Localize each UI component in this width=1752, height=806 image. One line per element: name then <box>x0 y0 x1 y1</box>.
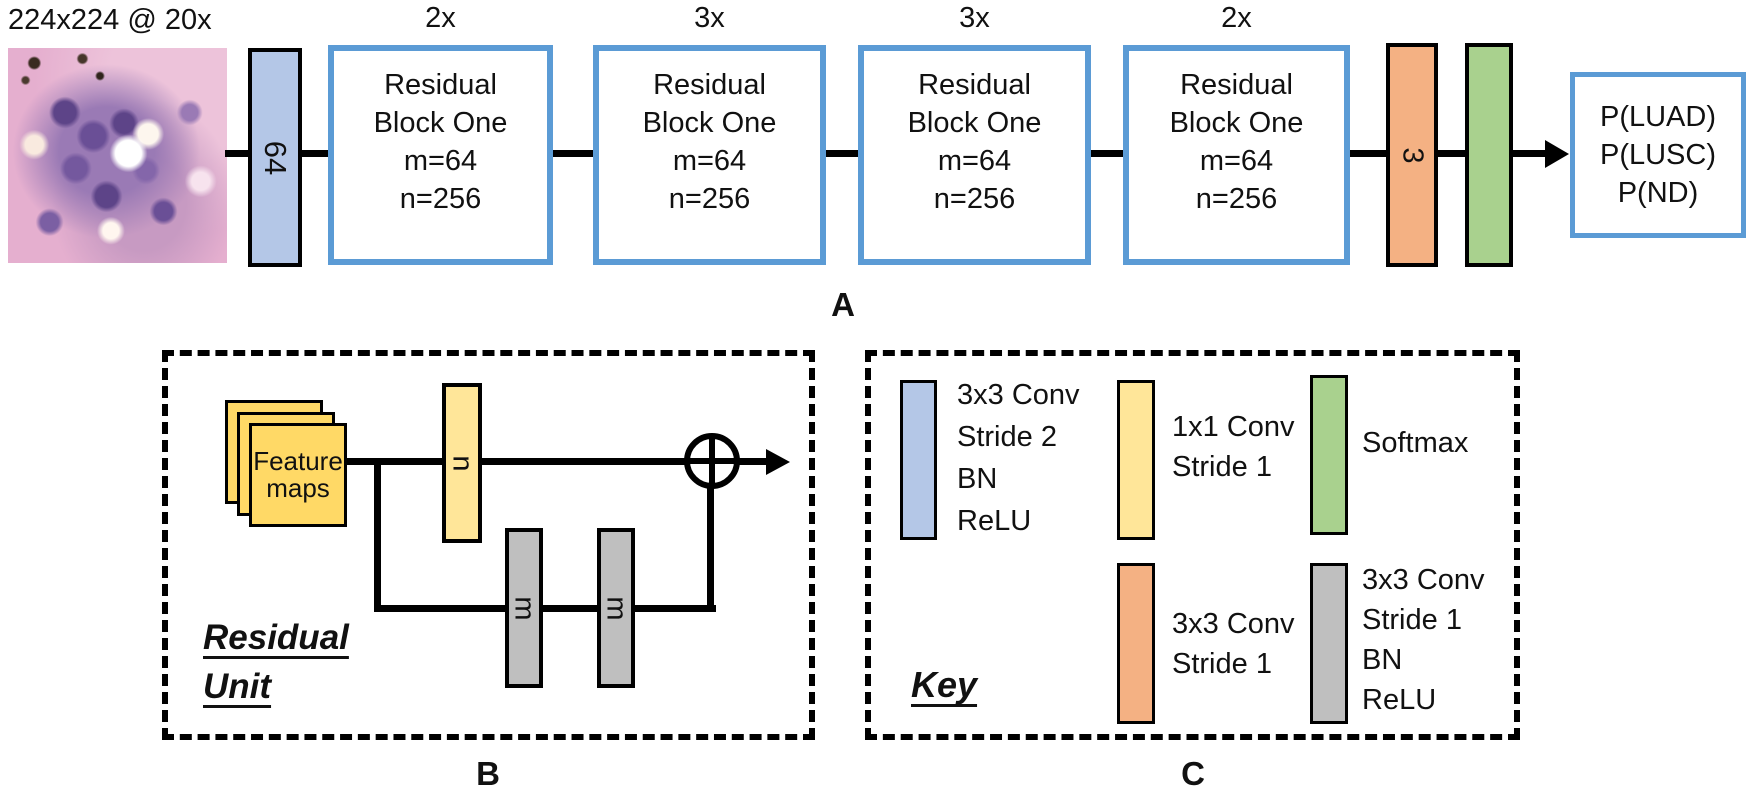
residual-arrowhead-icon <box>766 448 790 475</box>
key-blue-line4: ReLU <box>957 505 1032 537</box>
block3-multiplier: 3x <box>959 2 990 34</box>
connector-conv-to-softmax <box>1436 150 1467 157</box>
block2-line1: Residual <box>653 69 766 101</box>
key-gray-text: 3x3 Conv Stride 1 BN ReLU <box>1362 560 1485 720</box>
residual-lower-path-line <box>374 605 716 612</box>
block1-line2: Block One <box>373 107 508 139</box>
block3-line1: Residual <box>918 69 1031 101</box>
connector-block3-to-block4 <box>1089 150 1127 157</box>
residual-branch-down-line <box>374 458 381 612</box>
residual-unit-title: Residual Unit <box>203 613 349 711</box>
block4-line3: m=64 <box>1199 145 1274 177</box>
feature-map-card-front: Feature maps <box>249 423 347 527</box>
key-gray-line4: ReLU <box>1362 684 1437 716</box>
panel-b-caption: B <box>476 755 500 792</box>
block1-multiplier: 2x <box>425 2 456 34</box>
softmax-bar <box>1465 43 1513 267</box>
key-gray-line1: 3x3 Conv <box>1362 564 1485 596</box>
block2-line3: m=64 <box>672 145 747 177</box>
key-title: Key <box>911 660 977 709</box>
block1-line3: m=64 <box>403 145 478 177</box>
key-blue-line1: 3x3 Conv <box>957 379 1080 411</box>
residual-block-2: Residual Block One m=64 n=256 <box>593 45 826 265</box>
block1-line4: n=256 <box>399 183 482 215</box>
key-yellow-bar <box>1117 380 1155 540</box>
block2-line4: n=256 <box>668 183 751 215</box>
feature-maps-label-line2: maps <box>266 473 330 503</box>
block2-multiplier: 3x <box>694 2 725 34</box>
block3-line4: n=256 <box>933 183 1016 215</box>
input-size-label: 224x224 @ 20x <box>8 4 212 36</box>
head-conv-label: 3 <box>1396 146 1429 164</box>
key-green-bar <box>1310 375 1348 535</box>
stem-conv-label: 64 <box>257 140 293 175</box>
key-yellow-text: 1x1 Conv Stride 1 <box>1172 407 1295 487</box>
residual-block-1: Residual Block One m=64 n=256 <box>328 45 553 265</box>
residual-unit-title-line2: Unit <box>203 667 272 706</box>
n-conv-label: n <box>446 454 479 472</box>
key-title-text: Key <box>911 664 978 705</box>
key-orange-text: 3x3 Conv Stride 1 <box>1172 604 1295 684</box>
residual-unit-title-line1: Residual <box>203 618 349 657</box>
m-conv-label-2: m <box>600 595 633 621</box>
key-blue-bar <box>900 380 937 540</box>
block4-line2: Block One <box>1169 107 1304 139</box>
m-conv-bar-1: m <box>505 528 543 688</box>
output-nd: P(ND) <box>1617 177 1699 209</box>
key-gray-bar <box>1310 563 1348 724</box>
key-orange-line2: Stride 1 <box>1172 648 1272 680</box>
m-conv-bar-2: m <box>597 528 635 688</box>
output-lusc: P(LUSC) <box>1599 139 1716 171</box>
histology-input-image <box>8 48 227 263</box>
block2-line2: Block One <box>642 107 777 139</box>
residual-block-4: Residual Block One m=64 n=256 <box>1123 45 1350 265</box>
block4-line1: Residual <box>1180 69 1293 101</box>
key-panel <box>865 350 1520 740</box>
residual-block-3: Residual Block One m=64 n=256 <box>858 45 1091 265</box>
connector-stem-to-block1 <box>300 150 330 157</box>
connector-softmax-to-output <box>1511 150 1549 157</box>
connector-block4-to-conv <box>1346 150 1388 157</box>
residual-unit-panel <box>162 350 815 740</box>
block4-multiplier: 2x <box>1221 2 1252 34</box>
output-luad: P(LUAD) <box>1599 101 1716 133</box>
stem-conv-bar: 64 <box>248 48 302 267</box>
block4-line4: n=256 <box>1195 183 1278 215</box>
key-green-line1: Softmax <box>1362 427 1469 459</box>
key-blue-line2: Stride 2 <box>957 421 1057 453</box>
block1-line1: Residual <box>384 69 497 101</box>
key-gray-line2: Stride 1 <box>1362 604 1462 636</box>
key-orange-line1: 3x3 Conv <box>1172 608 1295 640</box>
residual-main-path-line <box>347 458 688 465</box>
connector-block2-to-block3 <box>824 150 860 157</box>
panel-c-caption: C <box>1181 755 1205 792</box>
key-yellow-line2: Stride 1 <box>1172 451 1272 483</box>
residual-branch-up-line <box>707 484 714 612</box>
elementwise-add-icon <box>684 433 740 489</box>
key-green-text: Softmax <box>1362 422 1468 464</box>
key-blue-line3: BN <box>957 463 998 495</box>
key-yellow-line1: 1x1 Conv <box>1172 411 1295 443</box>
residual-output-line <box>736 458 770 465</box>
connector-image-to-stem <box>225 150 252 157</box>
n-conv-bar: n <box>442 383 482 543</box>
connector-block1-to-block2 <box>551 150 595 157</box>
output-probabilities-box: P(LUAD) P(LUSC) P(ND) <box>1570 72 1746 238</box>
key-blue-text: 3x3 Conv Stride 2 BN ReLU <box>957 374 1080 542</box>
block3-line2: Block One <box>907 107 1042 139</box>
block3-line3: m=64 <box>937 145 1012 177</box>
panel-a-caption: A <box>831 286 855 323</box>
feature-maps-label-line1: Feature <box>253 446 343 476</box>
output-arrowhead-icon <box>1545 139 1569 168</box>
key-gray-line3: BN <box>1362 644 1403 676</box>
head-conv-bar: 3 <box>1386 43 1438 267</box>
key-orange-bar <box>1117 563 1155 724</box>
m-conv-label-1: m <box>508 595 541 621</box>
